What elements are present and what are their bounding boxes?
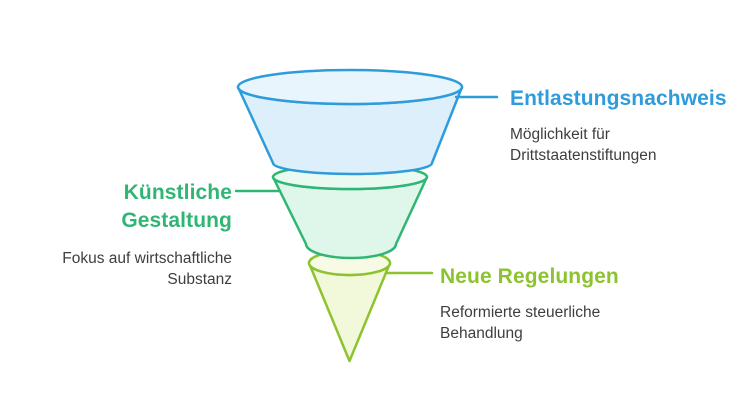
label-neue-regelungen: Neue Regelungen Reformierte steuerliche … — [440, 264, 700, 344]
funnel-stage-bottom — [307, 249, 392, 363]
title-line: Gestaltung — [121, 209, 232, 232]
stage-title-entlastungsnachweis: Entlastungsnachweis — [510, 87, 727, 110]
label-entlastungsnachweis: Entlastungsnachweis Möglichkeit für Drit… — [510, 86, 750, 166]
title-line: Künstliche — [123, 181, 232, 204]
stage-title-neue-regelungen: Neue Regelungen — [440, 265, 619, 288]
description-line: Drittstaatenstiftungen — [510, 146, 657, 164]
description-line: Möglichkeit für — [510, 126, 610, 143]
description-line: Behandlung — [440, 324, 523, 342]
description-line: Reformierte steuerliche — [440, 304, 601, 321]
description-line: Substanz — [167, 270, 232, 288]
funnel-stage-bottom-body — [307, 261, 392, 363]
stage-title-kuenstliche-gestaltung: Künstliche Gestaltung — [0, 179, 232, 235]
funnel-stage-top-rim — [236, 68, 464, 106]
funnel-stage-top — [236, 68, 464, 176]
stage-description-kuenstliche-gestaltung: Fokus auf wirtschaftliche Substanz — [0, 249, 232, 290]
description-line: Fokus auf wirtschaftliche — [62, 250, 232, 267]
stage-description-entlastungsnachweis: Möglichkeit für Drittstaatenstiftungen — [510, 125, 750, 166]
funnel-stage-middle — [271, 163, 429, 260]
label-kuenstliche-gestaltung: Künstliche Gestaltung Fokus auf wirtscha… — [0, 179, 232, 290]
stage-description-neue-regelungen: Reformierte steuerliche Behandlung — [440, 303, 700, 344]
